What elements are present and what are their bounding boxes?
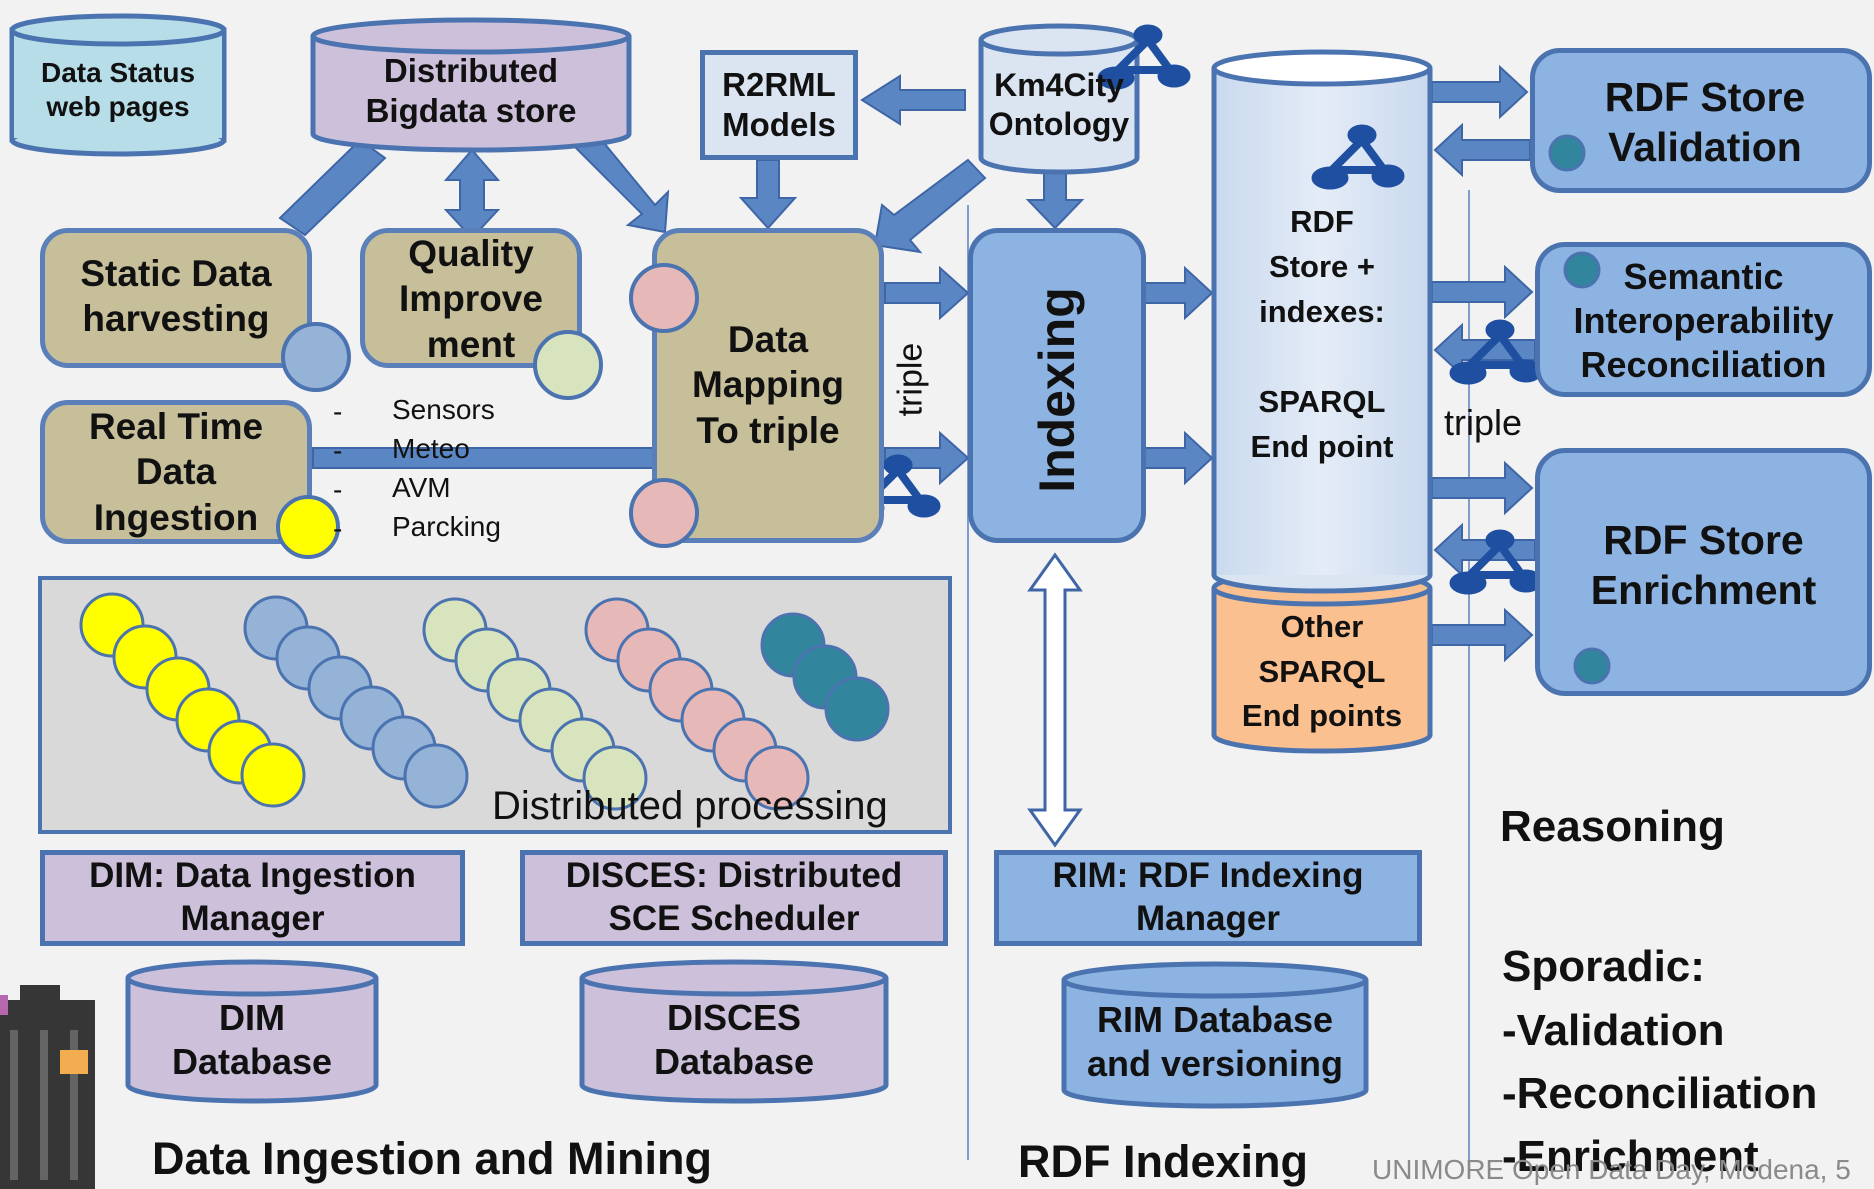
rdf-store-label: RDF Store + indexes: SPARQL End point [1250,204,1394,464]
rdf-molecule-icon [1311,124,1405,190]
section-title-indexing: RDF Indexing [1018,1136,1308,1187]
indexing-box [968,228,1146,543]
distributed-processing-label: Distributed processing [492,784,888,828]
bigdata-store [310,17,632,153]
reasoning-item: -Validation [1502,1006,1725,1055]
disces-manager-label: DISCES: Distributed SCE Scheduler [565,856,903,938]
dim-manager-box [40,850,465,946]
arrow-ontology-indexing [1025,171,1085,230]
reasoning-item: -Enrichment [1502,1132,1759,1181]
arrow-validation-store [1433,122,1531,178]
indexing-label: Indexing [1028,287,1085,493]
reasoning-title: Reasoning [1500,802,1725,851]
rim-db-label: RIM Database and versioning [1086,999,1344,1084]
arrow-indexing-rim [1027,552,1083,848]
flow-arrows [278,64,1536,663]
disces-db-label: DISCES Database [653,997,815,1082]
quality-label: Quality Improve ment [399,233,543,365]
source-item: Parcking [392,511,501,542]
realtime-label: Real Time Data Ingestion [88,406,264,538]
building-logo-icon [0,985,95,1189]
dim-manager-label: DIM: Data Ingestion Manager [89,856,416,938]
static-harvesting-label: Static Data harvesting [80,252,272,339]
yellow-chain [79,592,306,808]
disces-database [579,959,889,1104]
enrichment-label: RDF Store Enrichment [1590,516,1817,613]
rim-database [1061,961,1369,1109]
list-bullet: - [333,435,343,466]
arrow-store-validation [1431,64,1529,120]
list-bullet: - [333,396,343,427]
source-item: Sensors [392,394,495,425]
arrow-store-interop [1431,264,1534,320]
rdf-validation-box [1530,48,1872,193]
rdf-molecule-icon [1449,319,1543,385]
arrow-mapping-indexing-1 [884,265,970,321]
dim-db-label: DIM Database [171,997,333,1082]
quality-box [360,228,582,368]
triple-label-vertical: triple [891,342,930,417]
green-chain [422,597,648,811]
dim-database [125,959,379,1104]
arrow-r2rml-mapping [738,159,798,230]
bigdata-label: Distributed Bigdata store [365,51,577,129]
reasoning-item: -Reconciliation [1502,1069,1818,1118]
data-mapping-label: Data Mapping To triple [691,319,845,451]
static-harvesting-box [40,228,312,368]
source-item: Meteo [392,433,470,464]
realtime-box [40,400,312,544]
interop-box [1535,242,1872,397]
rdf-molecule-icon [1449,529,1543,595]
interop-label: Semantic Interoperability Reconciliation [1573,256,1834,385]
source-item: AVM [392,472,451,503]
sporadic-label: Sporadic: [1502,942,1705,991]
arrow-ontology-r2rml [860,74,966,126]
footer-text: UNIMORE Open Data Day, Modena, 5 [1372,1154,1851,1185]
r2rml-models-box [700,50,858,160]
processing-dots [79,592,890,811]
arrow-store-enrichment-2 [1431,607,1534,663]
rdf-molecule-icon [1097,24,1191,90]
other-sparql-store [1211,569,1433,754]
arrow-realtime-mapping [312,447,656,469]
data-status-store [9,13,227,157]
other-sparql-label: Other SPARQL End points [1241,608,1403,734]
list-bullet: - [333,474,343,505]
rim-manager-label: RIM: RDF Indexing Manager [1052,856,1364,938]
blue-chain [243,595,469,809]
r2rml-label: R2RML Models [722,65,836,143]
arrow-bigdata-static [278,138,387,237]
data-status-label: Data Status web pages [40,56,196,122]
arrow-enrichment-store [1433,522,1536,578]
km4city-label: Km4City Ontology [988,66,1130,142]
rim-manager-box [994,850,1422,946]
list-bullet: - [333,513,343,544]
arrow-indexing-store-2 [1144,430,1214,486]
teal-chain [760,612,890,742]
arrow-indexing-store-1 [1144,265,1214,321]
pink-chain [584,597,810,811]
triple-label: triple [1444,402,1523,443]
section-title-ingestion: Data Ingestion and Mining [152,1133,712,1184]
rdf-store [1211,49,1433,594]
arrow-ontology-mapping [873,158,987,254]
rdf-validation-label: RDF Store Validation [1604,73,1806,170]
disces-manager-box [520,850,948,946]
arrow-store-enrichment-1 [1431,460,1534,516]
